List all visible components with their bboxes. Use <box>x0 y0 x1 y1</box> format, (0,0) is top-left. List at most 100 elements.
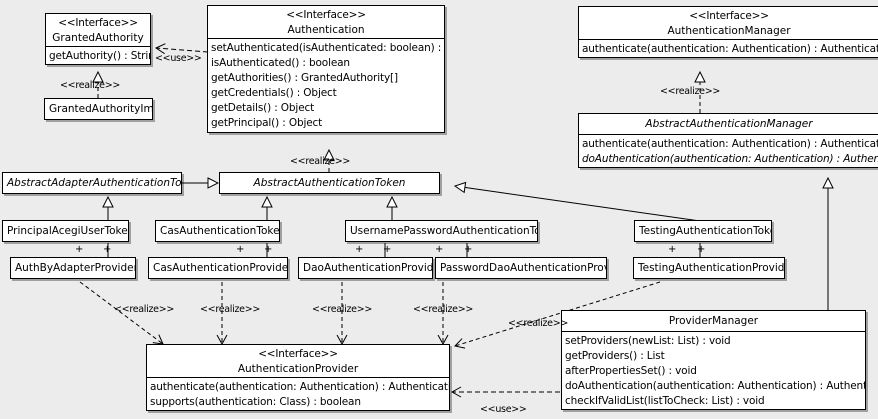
class-granted-authority-impl[interactable]: GrantedAuthorityImpl <box>44 98 153 121</box>
class-name: Authentication <box>287 24 365 37</box>
class-name: PrincipalAcegiUserToken <box>7 225 129 237</box>
operation: getAuthorities() : GrantedAuthority[] <box>211 71 398 84</box>
edge-label-realize-password-dao-provider: <<realize>> <box>413 304 474 315</box>
operation: checkIfValidList(listToCheck: List) : vo… <box>565 394 765 407</box>
class-name: DaoAuthenticationProvider <box>303 262 433 274</box>
operation: setAuthenticated(isAuthenticated: boolea… <box>211 41 445 54</box>
class-header: TestingAuthenticationToken <box>635 221 771 241</box>
class-abstract-authentication-manager[interactable]: AbstractAuthenticationManager authentica… <box>578 113 878 169</box>
association-marker: + <box>103 244 112 255</box>
operation: doAuthentication(authentication: Authent… <box>565 379 866 392</box>
class-name: GrantedAuthorityImpl <box>49 103 153 115</box>
class-header: AuthByAdapterProvider <box>11 258 135 278</box>
class-auth-by-adapter-provider[interactable]: AuthByAdapterProvider <box>10 257 136 280</box>
operation: getProviders() : List <box>565 349 665 362</box>
class-cas-authentication-provider[interactable]: CasAuthenticationProvider <box>148 257 288 280</box>
class-cas-authentication-token[interactable]: CasAuthenticationToken <box>155 220 280 243</box>
class-name: PasswordDaoAuthenticationProvider <box>440 262 606 274</box>
operation: doAuthentication(authentication: Authent… <box>582 152 878 165</box>
association-marker: + <box>75 244 84 255</box>
edge-label-realize-granted-authority-impl: <<realize>> <box>60 80 121 91</box>
class-testing-authentication-provider[interactable]: TestingAuthenticationProvider <box>633 257 785 280</box>
class-header: PasswordDaoAuthenticationProvider <box>436 258 606 278</box>
class-header: <<Interface>> AuthenticationManager <box>579 7 878 39</box>
class-name: GrantedAuthority <box>52 32 144 45</box>
class-header: UsernamePasswordAuthenticationToken <box>346 221 537 241</box>
class-granted-authority[interactable]: <<Interface>> GrantedAuthority getAuthor… <box>45 13 151 66</box>
class-name: AuthByAdapterProvider <box>15 262 136 274</box>
association-marker: + <box>264 244 273 255</box>
class-header: AbstractAdapterAuthenticationToken <box>3 173 181 193</box>
class-authentication-manager[interactable]: <<Interface>> AuthenticationManager auth… <box>578 6 878 59</box>
class-header: <<Interface>> GrantedAuthority <box>46 14 150 46</box>
association-marker: + <box>383 244 392 255</box>
class-name: CasAuthenticationProvider <box>153 262 288 274</box>
association-marker: + <box>464 244 473 255</box>
class-provider-manager[interactable]: ProviderManager setProviders(newList: Li… <box>561 310 866 411</box>
association-marker: + <box>355 244 364 255</box>
edge-label-realize-dao-provider: <<realize>> <box>312 304 373 315</box>
class-header: GrantedAuthorityImpl <box>45 99 152 119</box>
operation: authenticate(authentication: Authenticat… <box>582 42 878 55</box>
class-name: AbstractAdapterAuthenticationToken <box>7 177 182 189</box>
operation: authenticate(authentication: Authenticat… <box>582 137 878 150</box>
class-name: ProviderManager <box>668 315 759 327</box>
class-header: <<Interface>> AuthenticationProvider <box>147 345 449 377</box>
class-abstract-adapter-authentication-token[interactable]: AbstractAdapterAuthenticationToken <box>2 172 182 195</box>
edge-label-realize-provider-manager: <<realize>> <box>508 318 569 329</box>
association-marker: + <box>668 244 677 255</box>
edge-label-realize-abstract-authentication-manager: <<realize>> <box>660 86 721 97</box>
operation: setProviders(newList: List) : void <box>565 334 731 347</box>
operations-compartment: authenticate(authentication: Authenticat… <box>147 377 449 410</box>
class-header: AbstractAuthenticationManager <box>579 114 878 134</box>
class-principal-acegi-user-token[interactable]: PrincipalAcegiUserToken <box>2 220 129 243</box>
stereotype-label: <<Interface>> <box>58 17 138 29</box>
class-abstract-authentication-token[interactable]: AbstractAuthenticationToken <box>219 172 440 195</box>
association-marker: + <box>435 244 444 255</box>
class-header: TestingAuthenticationProvider <box>634 258 784 278</box>
class-authentication[interactable]: <<Interface>> Authentication setAuthenti… <box>207 5 445 133</box>
class-header: DaoAuthenticationProvider <box>299 258 432 278</box>
operations-compartment: authenticate(authentication: Authenticat… <box>579 39 878 57</box>
operation: supports(authentication: Class) : boolea… <box>150 395 361 408</box>
operation: isAuthenticated() : boolean <box>211 56 350 69</box>
class-header: CasAuthenticationProvider <box>149 258 287 278</box>
class-header: AbstractAuthenticationToken <box>220 173 439 193</box>
class-name: AbstractAuthenticationToken <box>253 177 406 189</box>
class-name: AuthenticationManager <box>667 25 791 38</box>
class-authentication-provider[interactable]: <<Interface>> AuthenticationProvider aut… <box>146 344 450 412</box>
class-header: <<Interface>> Authentication <box>208 6 444 38</box>
class-password-dao-authentication-provider[interactable]: PasswordDaoAuthenticationProvider <box>435 257 607 280</box>
operation: authenticate(authentication: Authenticat… <box>150 380 450 393</box>
class-header: ProviderManager <box>562 311 865 331</box>
operation: getCredentials() : Object <box>211 86 337 99</box>
stereotype-label: <<Interface>> <box>258 348 338 360</box>
operations-compartment: setProviders(newList: List) : void getPr… <box>562 331 865 409</box>
operation: getAuthority() : String <box>49 49 151 62</box>
class-name: TestingAuthenticationProvider <box>638 262 785 274</box>
edge-label-realize-cas-provider: <<realize>> <box>200 304 261 315</box>
class-name: UsernamePasswordAuthenticationToken <box>350 225 537 237</box>
operations-compartment: setAuthenticated(isAuthenticated: boolea… <box>208 38 444 131</box>
class-name: AuthenticationProvider <box>237 363 359 376</box>
operation: getPrincipal() : Object <box>211 116 323 129</box>
operation: getDetails() : Object <box>211 101 315 114</box>
edge-label-use-provider-manager: <<use>> <box>480 404 527 415</box>
association-marker: + <box>697 244 706 255</box>
class-username-password-authentication-token[interactable]: UsernamePasswordAuthenticationToken <box>345 220 538 243</box>
class-name: CasAuthenticationToken <box>160 225 280 237</box>
class-header: CasAuthenticationToken <box>156 221 279 241</box>
stereotype-label: <<Interface>> <box>286 9 366 21</box>
class-testing-authentication-token[interactable]: TestingAuthenticationToken <box>634 220 772 243</box>
edge-label-realize-abstract-authentication-token: <<realize>> <box>290 156 351 167</box>
edge-label-realize-auth-by-adapter: <<realize>> <box>114 304 175 315</box>
operations-compartment: authenticate(authentication: Authenticat… <box>579 134 878 167</box>
operations-compartment: getAuthority() : String <box>46 46 150 64</box>
association-marker: + <box>236 244 245 255</box>
edge-label-use-granted-authority: <<use>> <box>155 53 202 64</box>
class-dao-authentication-provider[interactable]: DaoAuthenticationProvider <box>298 257 433 280</box>
class-name: TestingAuthenticationToken <box>639 225 772 237</box>
operation: afterPropertiesSet() : void <box>565 364 697 377</box>
class-name: AbstractAuthenticationManager <box>645 118 813 130</box>
